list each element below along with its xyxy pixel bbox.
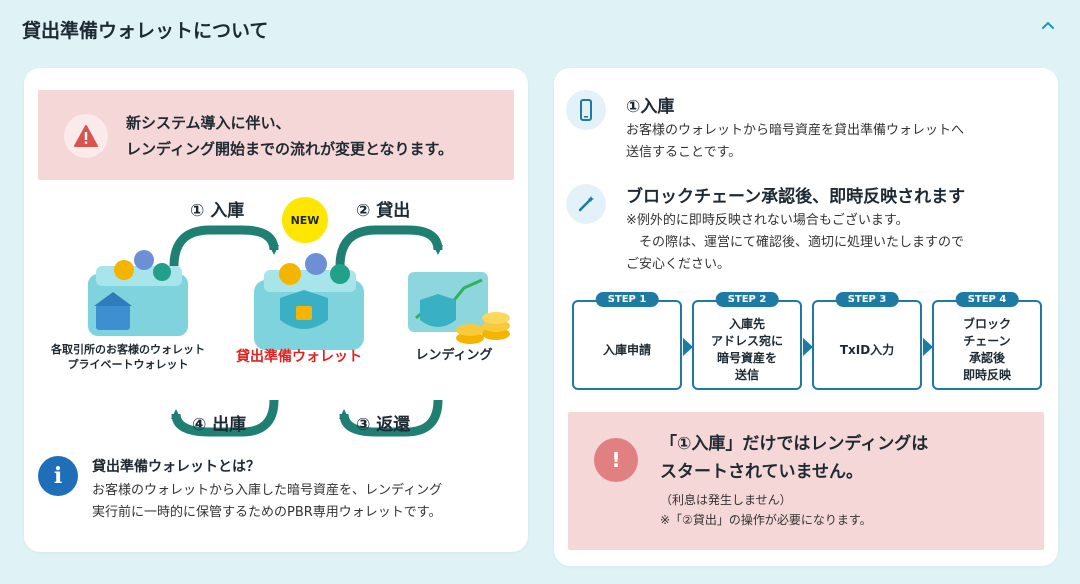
step-label-return: ③ 返還	[356, 415, 411, 435]
info-title: 貸出準備ウォレットとは？	[92, 459, 260, 475]
info-icon: i	[38, 456, 78, 496]
details-card: ①入庫 お客様のウォレットから暗号資産を貸出準備ウォレットへ 送信することです。…	[554, 68, 1058, 566]
flow-arrows	[88, 225, 510, 437]
step-card-1: STEP 1 入庫申請	[572, 292, 682, 390]
step-card-4: STEP 4 ブロック チェーン 承認後 即時反映	[932, 292, 1042, 390]
arrow-lend	[335, 225, 443, 267]
reflect-body-line-1: ※例外的に即時反映されない場合もございます。	[626, 213, 909, 228]
section-header[interactable]: 貸出準備ウォレットについて	[0, 0, 1080, 56]
magic-wand-icon	[578, 196, 594, 212]
deposit-body: お客様のウォレットから暗号資産を貸出準備ウォレットへ 送信することです。	[626, 120, 964, 164]
chevron-up-icon[interactable]	[1040, 18, 1056, 34]
step-arrow-1	[683, 338, 693, 356]
step-badge-3: STEP 3	[835, 292, 899, 307]
step-text-2: 入庫先 アドレス宛に 暗号資産を 送信	[710, 317, 783, 382]
warning-banner: 新システム導入に伴い、 レンディング開始までの流れが変更となります。	[38, 90, 514, 180]
warning-icon-wrap	[64, 114, 108, 158]
step-label-withdraw: ④ 出庫	[192, 415, 247, 435]
reflect-body-line-2: その際は、運営にて確認後、適切に処理いたしますので	[626, 235, 965, 250]
warning-line-1: 新システム導入に伴い、	[126, 114, 291, 132]
center-wallet-label: 貸出準備ウォレット	[236, 349, 362, 365]
reflect-body-line-3: ご安心ください。	[626, 257, 731, 272]
caution-sub-line-2: ※「②貸出」の操作が必要になります。	[660, 513, 872, 527]
step-card-3: STEP 3 TxID入力	[812, 292, 922, 390]
smartphone-icon-wrap	[566, 90, 606, 130]
caution-sub: （利息は発生しません） ※「②貸出」の操作が必要になります。	[660, 490, 872, 530]
reflect-title: ブロックチェーン承認後、即時反映されます	[626, 187, 966, 207]
step-badge-1: STEP 1	[595, 292, 659, 307]
step-text-4: ブロック チェーン 承認後 即時反映	[962, 317, 1011, 382]
left-wallet-illustration	[88, 250, 188, 336]
info-body-line-2: 実行前に一時的に保管するためのPBR専用ウォレットです。	[92, 505, 442, 520]
deposit-body-line-1: お客様のウォレットから暗号資産を貸出準備ウォレットへ	[626, 123, 965, 138]
arrow-return	[339, 399, 443, 437]
arrow-withdraw	[171, 399, 279, 437]
deposit-title: ①入庫	[626, 97, 675, 117]
lending-label: レンディング	[415, 348, 493, 363]
step-arrow-3	[923, 338, 933, 356]
arrow-deposit	[169, 225, 279, 267]
section-title: 貸出準備ウォレットについて	[22, 20, 269, 42]
magic-wand-icon-wrap	[566, 184, 606, 224]
caution-title-line-1: 「①入庫」だけではレンディングは	[660, 434, 929, 454]
lending-illustration	[408, 272, 510, 344]
caution-title: 「①入庫」だけではレンディングは スタートされていません。	[660, 430, 928, 486]
step-text-3: TxID入力	[839, 342, 895, 357]
caution-sub-line-1: （利息は発生しません）	[660, 493, 792, 507]
left-wallet-label-2: プライベートウォレット	[67, 358, 189, 371]
step-badge-2: STEP 2	[715, 292, 779, 307]
step-card-2: STEP 2 入庫先 アドレス宛に 暗号資産を 送信	[692, 292, 802, 390]
step-label-deposit: ① 入庫	[190, 201, 245, 221]
step-arrow-2	[803, 338, 813, 356]
smartphone-icon	[580, 99, 592, 121]
step-text-1: 入庫申請	[602, 342, 651, 357]
caution-title-line-2: スタートされていません。	[660, 462, 863, 482]
reflect-body: ※例外的に即時反映されない場合もございます。 その際は、運営にて確認後、適切に処…	[626, 210, 964, 276]
caution-banner: ! 「①入庫」だけではレンディングは スタートされていません。 （利息は発生しま…	[568, 412, 1044, 550]
flow-card: 新システム導入に伴い、 レンディング開始までの流れが変更となります。	[24, 68, 528, 552]
warning-line-2: レンディング開始までの流れが変更となります。	[126, 140, 454, 158]
step-label-lend: ② 貸出	[356, 201, 411, 221]
step-badge-4: STEP 4	[955, 292, 1019, 307]
new-badge: NEW	[282, 197, 328, 243]
info-body: お客様のウォレットから入庫した暗号資産を、レンディング 実行前に一時的に保管する…	[92, 480, 522, 524]
warning-triangle-icon	[74, 125, 98, 147]
left-wallet-label: 各取引所のお客様のウォレット プライベートウォレット	[28, 342, 228, 372]
center-wallet-illustration	[254, 253, 364, 350]
info-body-line-1: お客様のウォレットから入庫した暗号資産を、レンディング	[92, 483, 443, 498]
warning-text: 新システム導入に伴い、 レンディング開始までの流れが変更となります。	[126, 110, 453, 162]
left-wallet-label-1: 各取引所のお客様のウォレット	[51, 343, 205, 356]
deposit-body-line-2: 送信することです。	[626, 145, 742, 160]
flow-diagram: ① 入庫 ② 貸出 ③ 返還 ④ 出庫 NEW 各取引所のお客様のウォレット プ…	[24, 188, 528, 438]
exclamation-icon: !	[594, 438, 638, 482]
